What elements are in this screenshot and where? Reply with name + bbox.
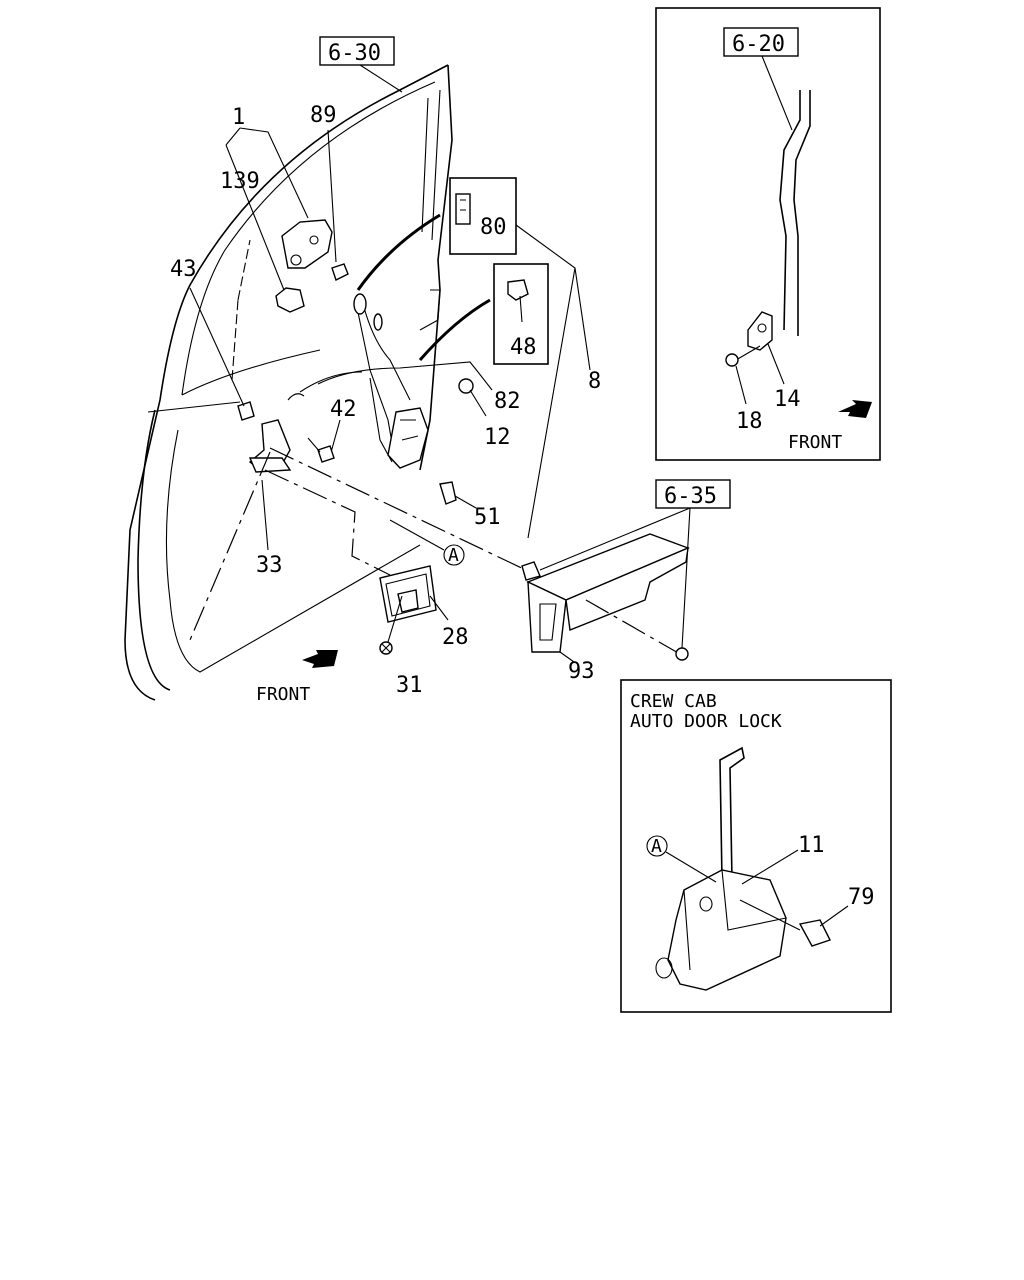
crew-cab-line2: AUTO DOOR LOCK xyxy=(630,711,782,732)
callout-31: 31 xyxy=(396,673,423,698)
small-parts xyxy=(189,287,493,509)
callout-139: 139 xyxy=(220,169,260,194)
callout-18: 18 xyxy=(736,409,763,434)
front-label-main: FRONT xyxy=(256,684,310,705)
door-outline xyxy=(124,64,453,701)
marker-a-main: A xyxy=(448,545,459,566)
rods-cables xyxy=(287,213,491,469)
latch-bracket xyxy=(225,127,349,313)
callout-14: 14 xyxy=(774,387,801,412)
callout-28: 28 xyxy=(442,625,469,650)
callout-43: 43 xyxy=(170,257,197,282)
inset-80 xyxy=(449,177,517,255)
callout-8: 8 xyxy=(588,369,601,394)
inset-48 xyxy=(493,263,549,365)
callout-labels: 1 89 139 43 80 48 8 82 42 12 51 33 28 31… xyxy=(170,103,875,910)
callout-89: 89 xyxy=(310,103,337,128)
marker-a-inset: A xyxy=(651,836,662,857)
inset-6-20: 6-20 FRONT xyxy=(655,7,881,461)
ref-6-20-label: 6-20 xyxy=(732,32,785,57)
callout-11: 11 xyxy=(798,833,825,858)
callout-80: 80 xyxy=(480,215,507,240)
front-label-inset: FRONT xyxy=(788,432,842,453)
callout-33: 33 xyxy=(256,553,283,578)
callout-82: 82 xyxy=(494,389,521,414)
ref-6-30-label: 6-30 xyxy=(328,41,381,66)
ref-box-6-30: 6-30 xyxy=(319,36,403,93)
ref-6-35-label: 6-35 xyxy=(664,484,717,509)
callout-79: 79 xyxy=(848,885,875,910)
door-handle xyxy=(189,419,531,641)
callout-48: 48 xyxy=(510,335,537,360)
ref-box-6-35: 6-35 xyxy=(539,479,731,649)
bracket-93 xyxy=(521,533,690,663)
leader-8 xyxy=(515,224,591,539)
front-arrow-main: FRONT xyxy=(256,650,338,705)
crew-cab-line1: CREW CAB xyxy=(630,691,717,712)
inner-handle-bezel: A xyxy=(379,519,465,655)
callout-42: 42 xyxy=(330,397,357,422)
callout-93: 93 xyxy=(568,659,595,684)
callout-12: 12 xyxy=(484,425,511,450)
callout-51: 51 xyxy=(474,505,501,530)
inset-crew-cab: CREW CAB AUTO DOOR LOCK A xyxy=(620,679,892,1013)
callout-1: 1 xyxy=(232,105,245,130)
